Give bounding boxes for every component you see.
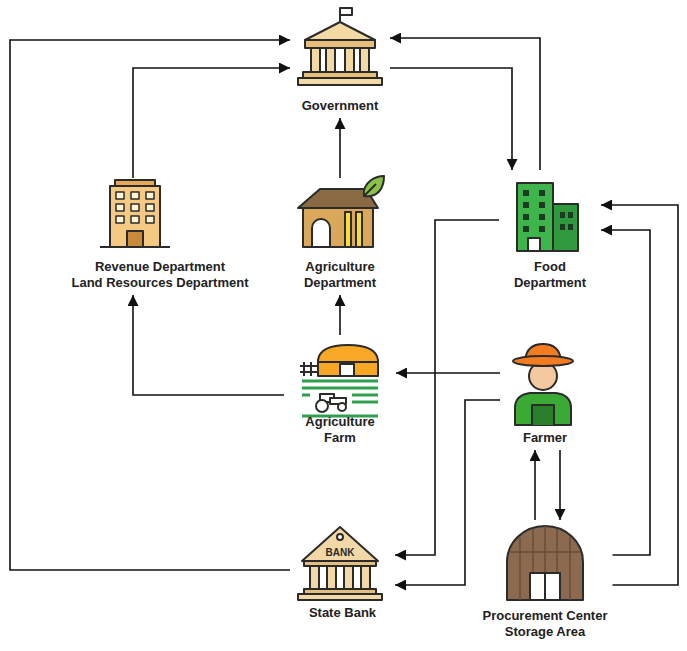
flow-arrow — [133, 295, 284, 395]
food-department-icon — [517, 183, 578, 251]
node-label: Agriculture Department — [293, 259, 387, 291]
node-label: Procurement Center — [483, 608, 608, 624]
flow-arrow — [534, 450, 536, 520]
node-label: Government — [302, 98, 379, 114]
state-bank-icon — [298, 527, 382, 600]
flow-arrow — [133, 68, 290, 178]
node-label: State Bank — [309, 605, 376, 621]
agriculture-department-node: Agriculture Department — [289, 178, 391, 295]
food-department-node: Food Department — [499, 170, 601, 295]
flow-arrow — [390, 38, 540, 170]
revenue-node: Revenue DepartmentLand Resources Departm… — [55, 178, 265, 295]
storage-area-icon — [507, 526, 583, 600]
bank-sign-text: BANK — [318, 547, 362, 559]
node-label: Storage Area — [505, 624, 585, 640]
flow-arrow — [339, 118, 341, 178]
flow-arrow — [396, 372, 500, 374]
state-bank-node: State Bank — [290, 520, 395, 625]
flow-arrow — [395, 220, 499, 555]
node-label: Food Department — [503, 259, 597, 291]
government-icon — [298, 8, 382, 85]
node-label: Agriculture Farm — [288, 414, 392, 446]
agriculture-farm-node: Agriculture Farm — [284, 335, 396, 450]
farmer-node: Farmer — [500, 335, 590, 450]
farmer-icon — [513, 344, 573, 425]
flow-arrow — [390, 68, 512, 170]
flow-arrow — [559, 450, 561, 520]
flow-arrow — [339, 295, 341, 335]
node-label: Revenue Department — [95, 259, 225, 275]
agriculture-department-icon — [298, 176, 384, 247]
flow-arrow — [10, 40, 290, 570]
agriculture-farm-icon — [300, 345, 378, 416]
flow-arrow — [601, 230, 650, 555]
node-label: Farmer — [523, 430, 567, 446]
government-node: Government — [290, 5, 390, 118]
revenue-building-icon — [100, 180, 170, 247]
flow-arrow — [395, 400, 500, 585]
node-label: Land Resources Department — [72, 275, 249, 291]
procurement-node: Procurement CenterStorage Area — [478, 520, 613, 644]
flow-arrow — [601, 205, 678, 585]
